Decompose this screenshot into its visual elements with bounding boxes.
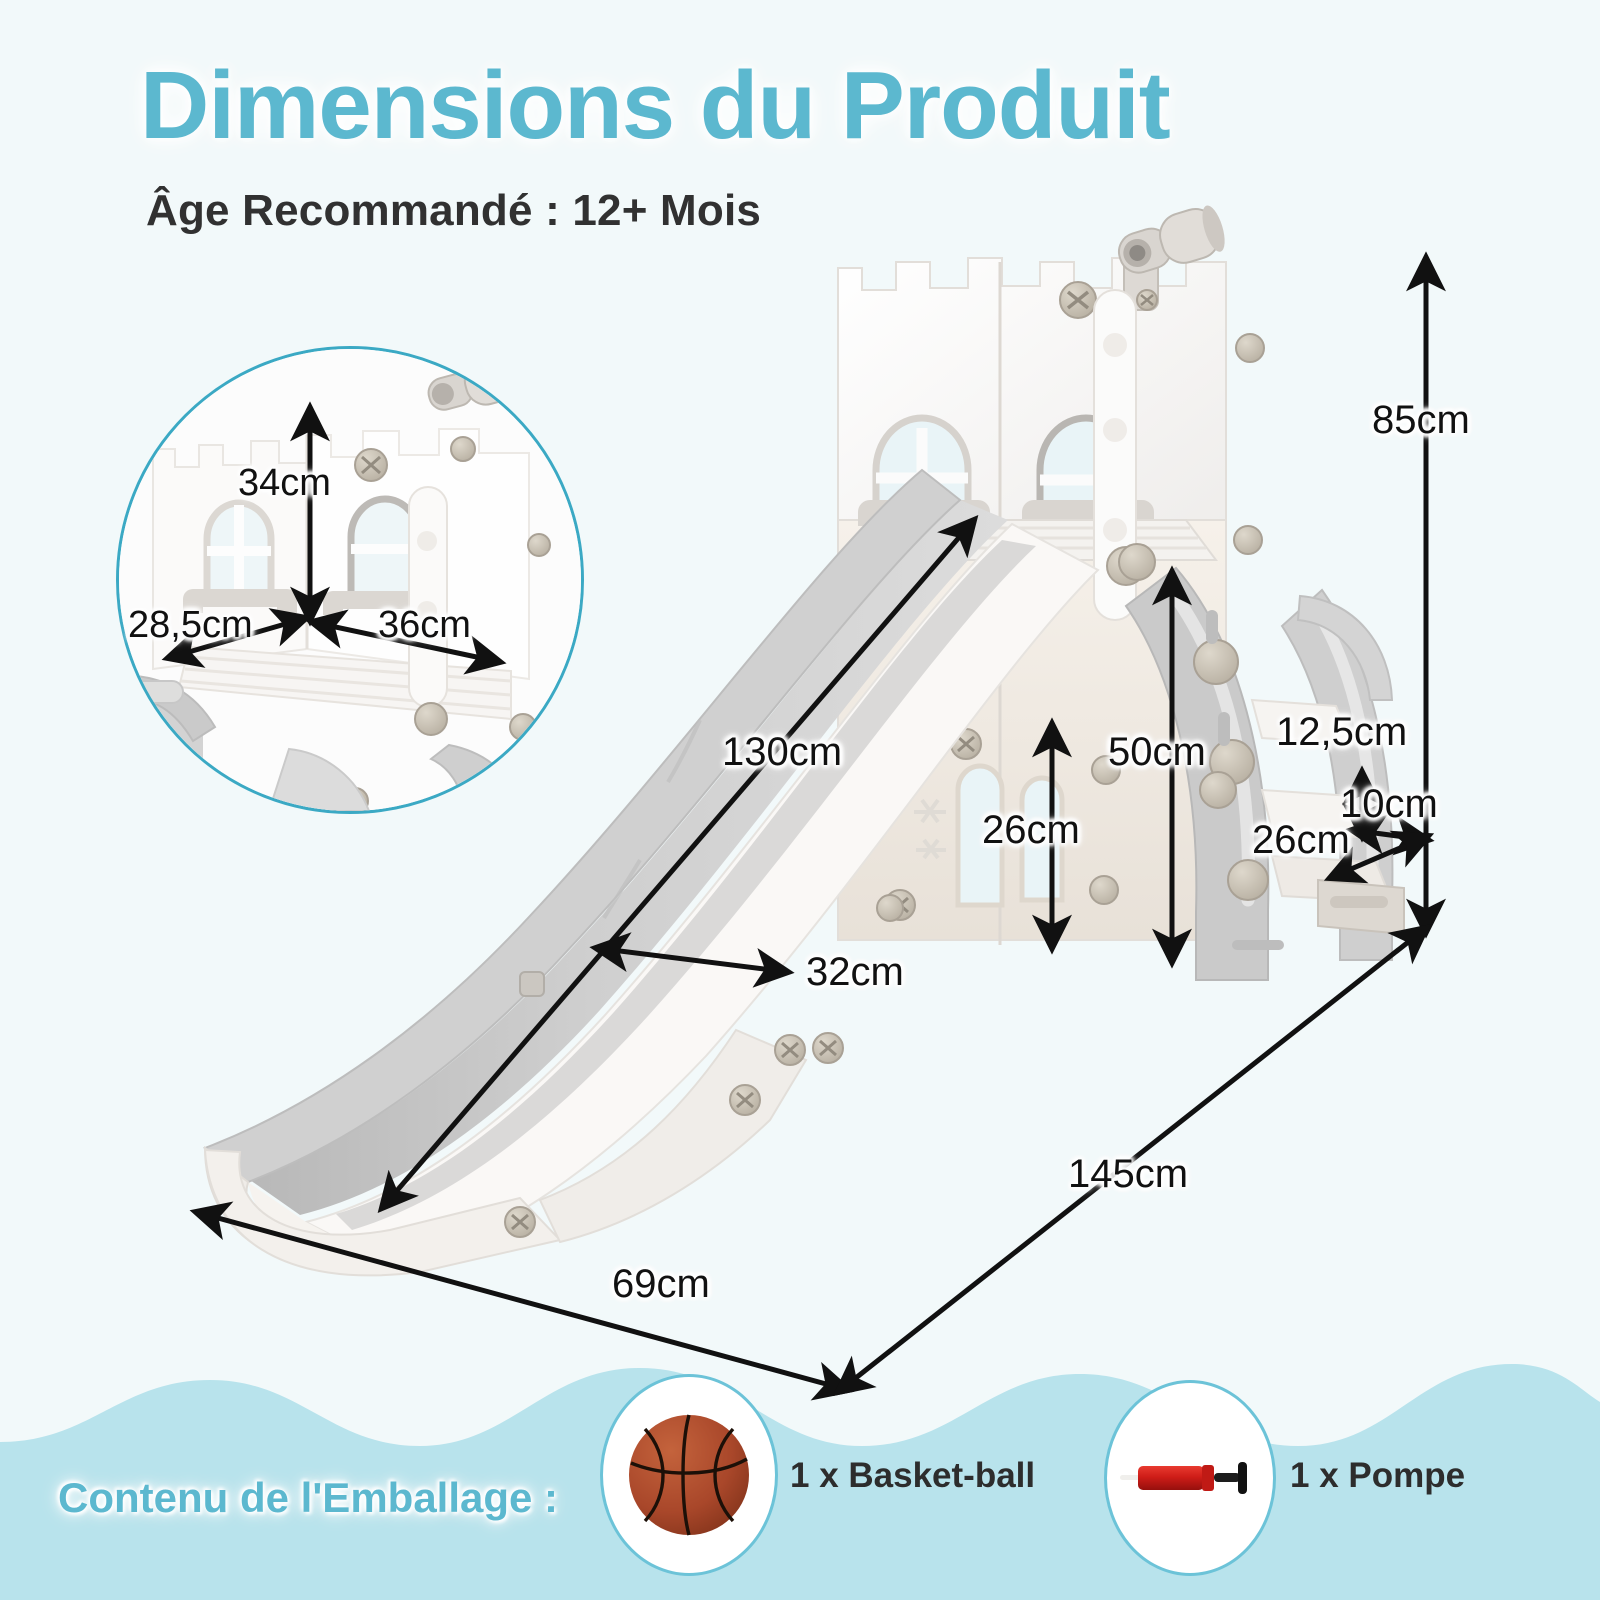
- arrow-26cm-ladder: [1323, 830, 1435, 884]
- arrow-inset-285cm: [161, 608, 313, 668]
- dim-label-50: 50cm: [1108, 730, 1206, 774]
- dim-label-inset-285: 28,5cm: [128, 604, 253, 646]
- dim-label-145: 145cm: [1068, 1152, 1189, 1196]
- dim-label-85: 85cm: [1372, 398, 1470, 442]
- basketball-icon: [629, 1414, 749, 1536]
- dim-label-inset-34: 34cm: [238, 462, 331, 504]
- dim-label-69: 69cm: [612, 1262, 710, 1306]
- dim-label-26-base: 26cm: [982, 808, 1080, 852]
- dim-label-125: 12,5cm: [1276, 710, 1408, 754]
- page-subtitle: Âge Recommandé : 12+ Mois: [146, 186, 762, 235]
- arrow-32cm: [589, 932, 795, 988]
- arrow-69cm: [189, 1201, 855, 1401]
- dim-label-26-ladder: 26cm: [1252, 818, 1350, 862]
- dim-label-32: 32cm: [806, 950, 904, 994]
- arrow-145cm: [832, 923, 1432, 1397]
- package-item-basketball-label: 1 x Basket-ball: [790, 1456, 1036, 1495]
- package-item-basketball: [600, 1374, 778, 1576]
- telescope-ornament: [1118, 205, 1225, 311]
- dim-label-130: 130cm: [722, 730, 843, 774]
- package-item-pump: [1104, 1380, 1276, 1576]
- dim-label-inset-36: 36cm: [378, 604, 471, 646]
- arrow-130cm: [377, 514, 979, 1214]
- package-item-pump-label: 1 x Pompe: [1290, 1456, 1466, 1495]
- air-pump-icon: [1120, 1462, 1247, 1494]
- dim-label-10: 10cm: [1340, 782, 1438, 826]
- page-title: Dimensions du Produit: [140, 52, 1171, 159]
- package-contents-title: Contenu de l'Emballage :: [58, 1474, 559, 1521]
